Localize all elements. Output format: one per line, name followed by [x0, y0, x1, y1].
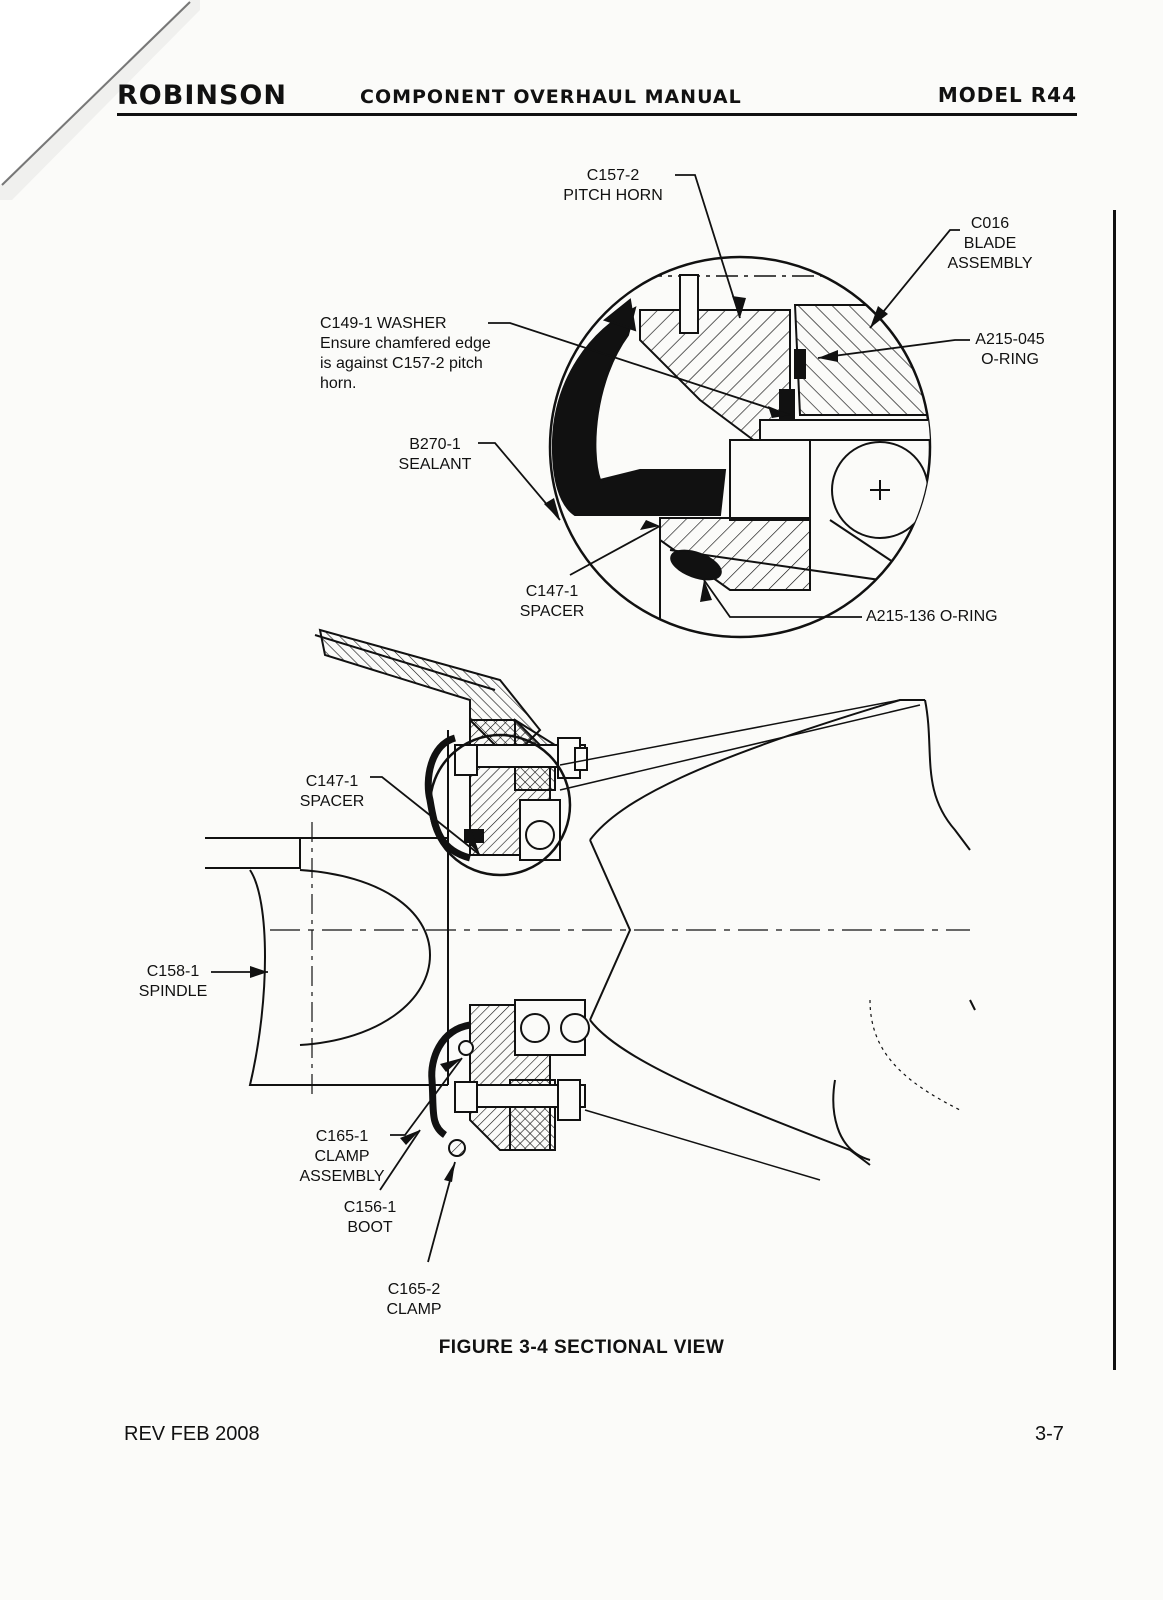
model-name: MODEL R44 — [937, 83, 1077, 107]
folded-corner — [0, 0, 200, 200]
page-header: ROBINSON COMPONENT OVERHAUL MANUAL MODEL… — [117, 78, 1077, 116]
label-sealant: B270-1 SEALANT — [398, 436, 472, 473]
label-washer: C149-1 WASHER Ensure chamfered edge is a… — [320, 315, 491, 392]
main-assembly — [205, 628, 976, 1181]
revision-date: REV FEB 2008 — [124, 1423, 260, 1445]
figure-caption: FIGURE 3-4 SECTIONAL VIEW — [438, 1337, 725, 1358]
arrowheads — [250, 296, 888, 1182]
label-spacer-main: C147-1 SPACER — [299, 773, 365, 810]
label-o-ring-136: A215-136 O-RING — [866, 608, 998, 625]
page-edge-bar — [1113, 210, 1116, 1370]
detail-view — [548, 255, 932, 639]
label-boot: C156-1 BOOT — [343, 1199, 397, 1236]
label-o-ring-045: A215-045 O-RING — [975, 331, 1045, 368]
brand-name: ROBINSON — [117, 80, 287, 111]
label-blade-assembly: C016 BLADE ASSEMBLY — [947, 215, 1033, 272]
header-rule — [117, 113, 1077, 116]
label-clamp: C165-2 CLAMP — [386, 1281, 442, 1318]
label-spacer-detail: C147-1 SPACER — [519, 583, 585, 620]
label-pitch-horn: C157-2 PITCH HORN — [563, 167, 663, 204]
page-number: 3-7 — [1035, 1423, 1064, 1445]
manual-title: COMPONENT OVERHAUL MANUAL — [360, 86, 742, 108]
label-clamp-assembly: C165-1 CLAMP ASSEMBLY — [299, 1128, 385, 1185]
label-spindle: C158-1 SPINDLE — [138, 963, 208, 1000]
